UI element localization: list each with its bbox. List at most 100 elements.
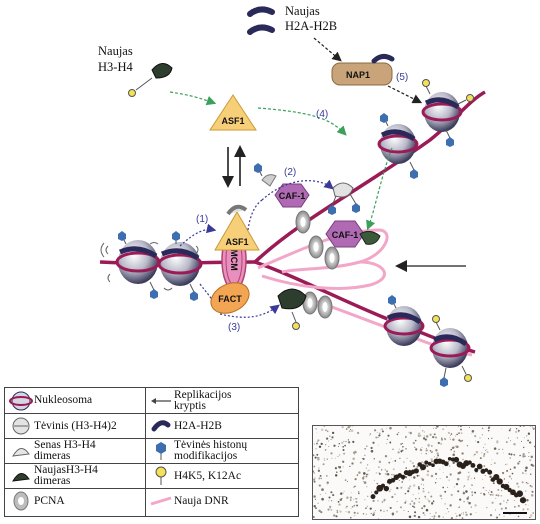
- micrograph-speck: [347, 481, 348, 483]
- micrograph-speck: [387, 434, 390, 437]
- micrograph-speck: [383, 510, 385, 512]
- micrograph-speck: [318, 467, 320, 469]
- micrograph-speck: [426, 465, 429, 468]
- micrograph-nucleosome-dot: [390, 478, 396, 483]
- micrograph-speck: [458, 514, 461, 517]
- micrograph-speck: [481, 452, 483, 454]
- micrograph-speck: [509, 440, 511, 442]
- micrograph-speck: [430, 474, 434, 478]
- micrograph-speck: [374, 509, 377, 512]
- micrograph-speck: [316, 457, 318, 459]
- micrograph-speck: [425, 452, 427, 455]
- micrograph-speck: [414, 446, 416, 448]
- micrograph-speck: [389, 506, 392, 509]
- micrograph-speck: [405, 500, 407, 502]
- micrograph-nucleosome-dot: [419, 464, 427, 471]
- micrograph-nucleosome-dot: [493, 474, 500, 481]
- micrograph-speck: [452, 461, 455, 465]
- micrograph-speck: [467, 501, 469, 503]
- micrograph-speck: [454, 435, 457, 437]
- micrograph-speck: [409, 485, 412, 488]
- micrograph-speck: [412, 465, 416, 468]
- micrograph-speck: [442, 466, 444, 468]
- micrograph-speck: [413, 476, 416, 479]
- micrograph-speck: [313, 504, 316, 508]
- micrograph-speck: [342, 460, 345, 463]
- micrograph-speck: [345, 511, 347, 513]
- micrograph-nucleosome-dot: [503, 483, 510, 490]
- micrograph-speck: [468, 426, 470, 428]
- micrograph-speck: [329, 435, 331, 437]
- micrograph-speck: [436, 426, 439, 428]
- micrograph-speck: [347, 441, 351, 444]
- micrograph-speck: [527, 508, 529, 510]
- micrograph-speck: [466, 445, 469, 447]
- arrow-nap1-to-nucleosome: [387, 85, 423, 104]
- micrograph-speck: [333, 444, 336, 447]
- micrograph-speck: [363, 472, 366, 475]
- micrograph-speck: [324, 449, 327, 451]
- micrograph-speck: [490, 491, 493, 493]
- micrograph-speck: [429, 433, 432, 436]
- micrograph-speck: [488, 430, 490, 432]
- micrograph-speck: [353, 453, 355, 455]
- micrograph-speck: [522, 509, 524, 511]
- micrograph-speck: [343, 490, 345, 492]
- micrograph-speck: [396, 433, 399, 436]
- micrograph-speck: [431, 503, 433, 506]
- micrograph-speck: [444, 437, 446, 440]
- micrograph-speck: [355, 500, 358, 503]
- micrograph-speck: [450, 438, 451, 440]
- micrograph-speck: [461, 452, 464, 455]
- old-h3h4-dimer-icon: [8, 439, 34, 463]
- micrograph-speck: [497, 488, 500, 491]
- micrograph-speck: [460, 513, 462, 515]
- legend-row-4: NaujasH3-H4 dimeras H4K5, K12Ac: [5, 463, 298, 488]
- micrograph-speck: [314, 498, 317, 500]
- micrograph-speck: [459, 471, 462, 474]
- mcm-label: MCM: [229, 249, 239, 271]
- micrograph-speck: [485, 489, 487, 492]
- micrograph-speck: [531, 426, 534, 428]
- micrograph-speck: [343, 452, 346, 455]
- micrograph-speck: [400, 486, 403, 489]
- micrograph-speck: [359, 461, 362, 464]
- micrograph-speck: [450, 434, 452, 436]
- micrograph-speck: [341, 492, 343, 494]
- micrograph-speck: [529, 426, 531, 427]
- micrograph-speck: [452, 446, 455, 449]
- micrograph-speck: [430, 458, 433, 461]
- micrograph-speck: [422, 512, 425, 514]
- micrograph-speck: [398, 431, 400, 433]
- micrograph-speck: [404, 426, 407, 429]
- micrograph-speck: [376, 482, 379, 485]
- micrograph-speck: [530, 463, 533, 467]
- micrograph-speck: [498, 448, 500, 451]
- micrograph-speck: [494, 509, 497, 511]
- micrograph-speck: [449, 473, 452, 476]
- micrograph-speck: [418, 497, 421, 500]
- micrograph-speck: [343, 440, 345, 442]
- micrograph-speck: [317, 502, 319, 504]
- micrograph-speck: [528, 456, 530, 458]
- micrograph-speck: [330, 508, 333, 511]
- micrograph-speck: [513, 500, 515, 501]
- micrograph-speck: [358, 492, 360, 495]
- micrograph-speck: [381, 430, 384, 433]
- micrograph-speck: [395, 510, 398, 513]
- micrograph-speck: [394, 493, 396, 495]
- micrograph-nucleosome-dot: [453, 456, 460, 463]
- micrograph-speck: [434, 511, 437, 514]
- micrograph-speck: [491, 459, 493, 461]
- micrograph-speck: [495, 516, 499, 519]
- legend-replication-direction: Replikacijos kryptis: [174, 388, 232, 412]
- micrograph-speck: [415, 448, 418, 451]
- micrograph-speck: [425, 508, 429, 512]
- micrograph-speck: [425, 447, 427, 449]
- micrograph-speck: [484, 443, 486, 446]
- micrograph-nucleosome-dot: [496, 478, 503, 485]
- micrograph-speck: [515, 427, 518, 430]
- micrograph-speck: [410, 476, 412, 478]
- dna-strands: [99, 90, 486, 357]
- micrograph-nucleosome-dot: [431, 463, 435, 468]
